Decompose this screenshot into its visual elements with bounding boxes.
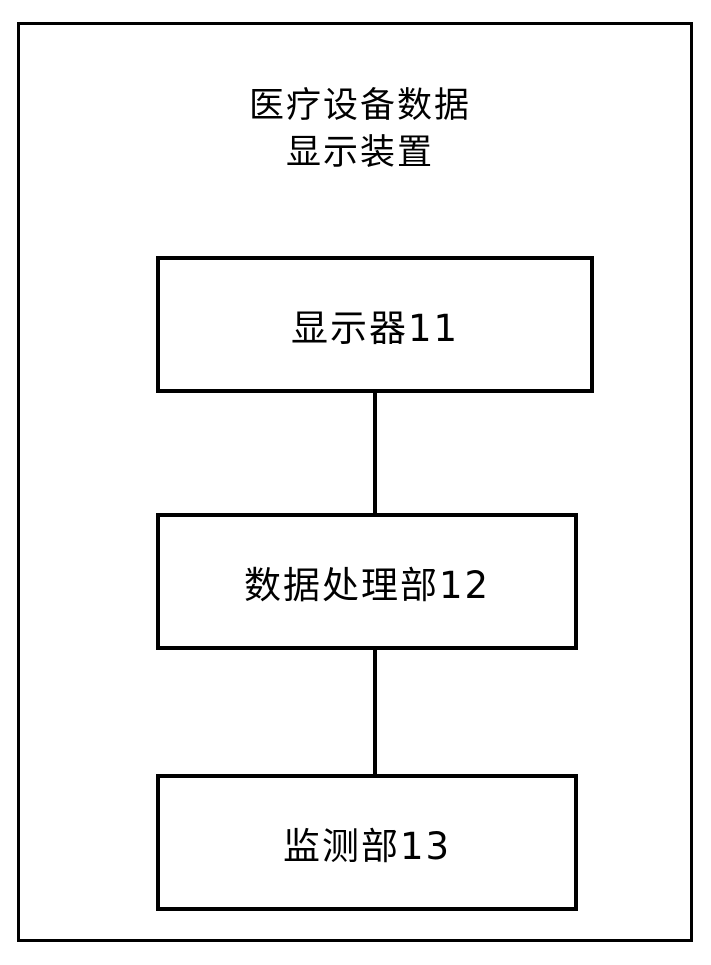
block-monitoring: 监测部13 [156,774,578,911]
block-display: 显示器11 [156,256,594,393]
block-display-label: 显示器11 [290,306,460,350]
figure-title: 医疗设备数据 显示装置 [248,86,471,174]
connector-data-processing-to-monitoring [373,650,377,774]
block-data-processing-label: 数据处理部12 [243,563,491,607]
connector-display-to-data-processing [373,393,377,513]
block-monitoring-label: 监测部13 [282,824,452,868]
figure-outer-frame: 医疗设备数据 显示装置 显示器11 数据处理部12 监测部13 [17,22,693,942]
block-data-processing: 数据处理部12 [156,513,578,650]
